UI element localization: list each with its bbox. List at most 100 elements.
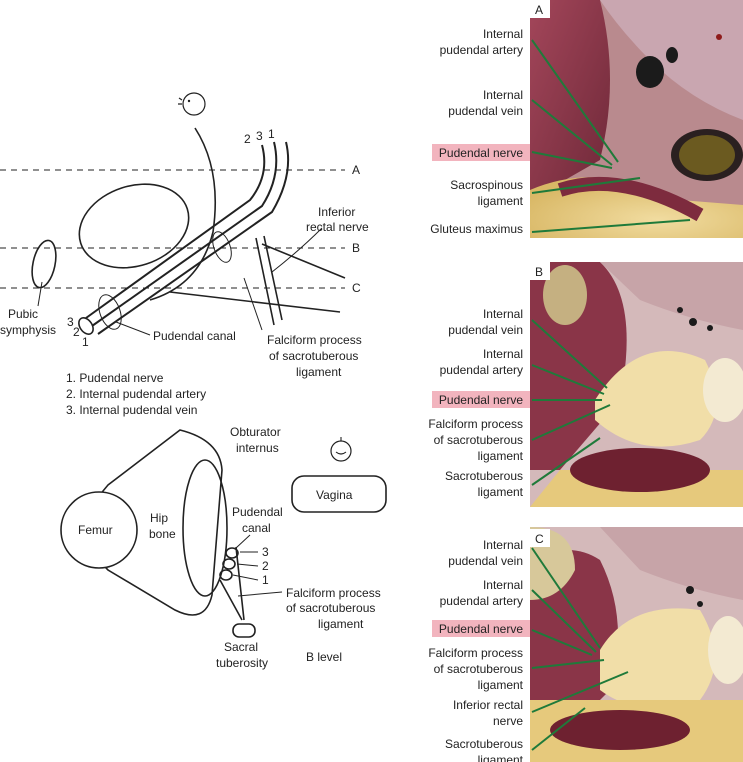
bundle-end-number-3: 3 bbox=[67, 315, 74, 329]
label-canal-cs-2: canal bbox=[242, 521, 271, 535]
panel-a-label-1a: Internal bbox=[483, 27, 523, 41]
label-falciform-cs-3: ligament bbox=[318, 617, 364, 631]
label-femur: Femur bbox=[78, 523, 113, 537]
label-sacral-1: Sacral bbox=[224, 640, 258, 654]
leader-canal bbox=[115, 321, 151, 336]
orientation-head-icon bbox=[178, 92, 206, 116]
panel-c-highlight bbox=[432, 620, 530, 637]
label-falciform-cs-2: of sacrotuberous bbox=[286, 601, 375, 615]
label-inferior-rectal-1: Inferior bbox=[318, 205, 355, 219]
pudendal-bundle bbox=[85, 141, 290, 335]
panel-a-label-1b: pudendal artery bbox=[440, 43, 523, 57]
label-falciform-1: Falciform process bbox=[267, 333, 362, 347]
panel-c-label-3: Pudendal nerve bbox=[439, 622, 523, 636]
canal-structure-1 bbox=[219, 569, 233, 581]
level-letter-c: C bbox=[352, 281, 361, 295]
label-pubic-1: Pubic bbox=[8, 307, 38, 321]
obturator-foramen bbox=[78, 183, 190, 269]
panel-a-highlight bbox=[432, 144, 530, 161]
panel-c-label-1a: Internal bbox=[483, 538, 523, 552]
panel-b-label-2a: Internal bbox=[483, 347, 523, 361]
panel-c-label-6b: ligament bbox=[478, 753, 524, 762]
label-sacral-2: tuberosity bbox=[216, 656, 268, 670]
panel-c-labels: Internal pudendal vein Internal pudendal… bbox=[428, 538, 530, 762]
femur-circle bbox=[60, 491, 138, 569]
bundle-end-number-2: 2 bbox=[73, 325, 80, 339]
panel-b-label-1a: Internal bbox=[483, 307, 523, 321]
leader-pubic bbox=[37, 281, 43, 307]
legend-item-2: 2. Internal pudendal artery bbox=[66, 387, 206, 401]
panel-b-label-4c: ligament bbox=[478, 449, 524, 463]
ligament-line bbox=[169, 291, 341, 313]
orientation-head-icon-2 bbox=[330, 437, 352, 462]
leader-num-1 bbox=[232, 574, 259, 581]
label-canal-cs-1: Pudendal bbox=[232, 505, 283, 519]
photo-panel-c: C bbox=[530, 527, 743, 762]
panel-b-label-4a: Falciform process bbox=[428, 417, 523, 431]
panel-c-label-4a: Falciform process bbox=[428, 646, 523, 660]
bundle-number-3: 3 bbox=[256, 129, 263, 143]
pubic-symphysis-shape bbox=[31, 239, 57, 289]
label-pudendal-canal: Pudendal canal bbox=[153, 329, 236, 343]
photo-panel-a: A bbox=[530, 0, 743, 238]
panel-a-letter: A bbox=[535, 3, 543, 17]
label-obturator-1: Obturator bbox=[230, 425, 281, 439]
level-letter-a: A bbox=[352, 163, 360, 177]
cross-section-schematic bbox=[60, 429, 387, 638]
pelvis-outline bbox=[149, 127, 217, 301]
panel-c-letter: C bbox=[535, 532, 544, 546]
label-obturator-2: internus bbox=[236, 441, 279, 455]
canal-structure-3 bbox=[225, 547, 239, 559]
leader-num-2 bbox=[236, 563, 259, 567]
leader-falciform bbox=[243, 277, 263, 331]
panel-c-label-5b: nerve bbox=[493, 714, 523, 728]
panel-a-pointers bbox=[531, 39, 691, 233]
label-hip-2: bone bbox=[149, 527, 176, 541]
bundle-end-number-1: 1 bbox=[82, 335, 89, 349]
panel-c-label-6a: Sacrotuberous bbox=[445, 737, 523, 751]
label-falciform-cs-1: Falciform process bbox=[286, 586, 381, 600]
falciform-cs-shape bbox=[219, 546, 245, 621]
panel-b-highlight bbox=[432, 391, 530, 408]
panel-b-pointers bbox=[531, 319, 611, 486]
panel-c-pointers bbox=[531, 547, 629, 751]
panel-c-label-5a: Inferior rectal bbox=[453, 698, 523, 712]
pudendal-canal-ring bbox=[212, 231, 232, 263]
bundle-number-2: 2 bbox=[244, 132, 251, 146]
panel-b-label-1b: pudendal vein bbox=[448, 323, 523, 337]
label-falciform-3: ligament bbox=[296, 365, 342, 379]
panel-b-label-5a: Sacrotuberous bbox=[445, 469, 523, 483]
vagina-shape bbox=[291, 475, 387, 513]
panel-a-label-5: Gluteus maximus bbox=[430, 222, 523, 236]
canal-structure-2 bbox=[222, 558, 236, 570]
level-letter-b: B bbox=[352, 241, 360, 255]
label-b-level: B level bbox=[306, 650, 342, 664]
panel-b-labels: Internal pudendal vein Internal pudendal… bbox=[428, 307, 530, 499]
falciform-process-shape bbox=[255, 235, 283, 326]
panel-b-label-3: Pudendal nerve bbox=[439, 393, 523, 407]
longitudinal-schematic bbox=[0, 92, 346, 336]
panel-a-label-3: Pudendal nerve bbox=[439, 146, 523, 160]
panel-a-label-2b: pudendal vein bbox=[448, 104, 523, 118]
label-cs-num-2: 2 bbox=[262, 559, 269, 573]
panel-a-label-4b: ligament bbox=[478, 194, 524, 208]
obturator-internus-shape bbox=[182, 459, 228, 597]
panel-a-label-4a: Sacrospinous bbox=[450, 178, 523, 192]
longitudinal-labels: A B C 2 3 1 3 2 1 Inferior rectal nerve … bbox=[0, 127, 369, 417]
sacrotuberous-line bbox=[261, 243, 346, 279]
label-cs-num-3: 3 bbox=[262, 545, 269, 559]
sacral-tuberosity-shape bbox=[232, 623, 256, 638]
panel-b-label-2b: pudendal artery bbox=[440, 363, 523, 377]
photo-panel-b: B bbox=[530, 262, 743, 507]
legend-item-1: 1. Pudendal nerve bbox=[66, 371, 164, 385]
bundle-end bbox=[78, 317, 94, 335]
pudendal-canal-ring bbox=[98, 294, 122, 330]
panel-a-labels: Internal pudendal artery Internal pudend… bbox=[430, 27, 530, 236]
label-hip-1: Hip bbox=[150, 511, 168, 525]
legend-item-3: 3. Internal pudendal vein bbox=[66, 403, 197, 417]
panel-c-label-4c: ligament bbox=[478, 678, 524, 692]
panel-c-label-2b: pudendal artery bbox=[440, 594, 523, 608]
panel-b-letter: B bbox=[535, 265, 543, 279]
